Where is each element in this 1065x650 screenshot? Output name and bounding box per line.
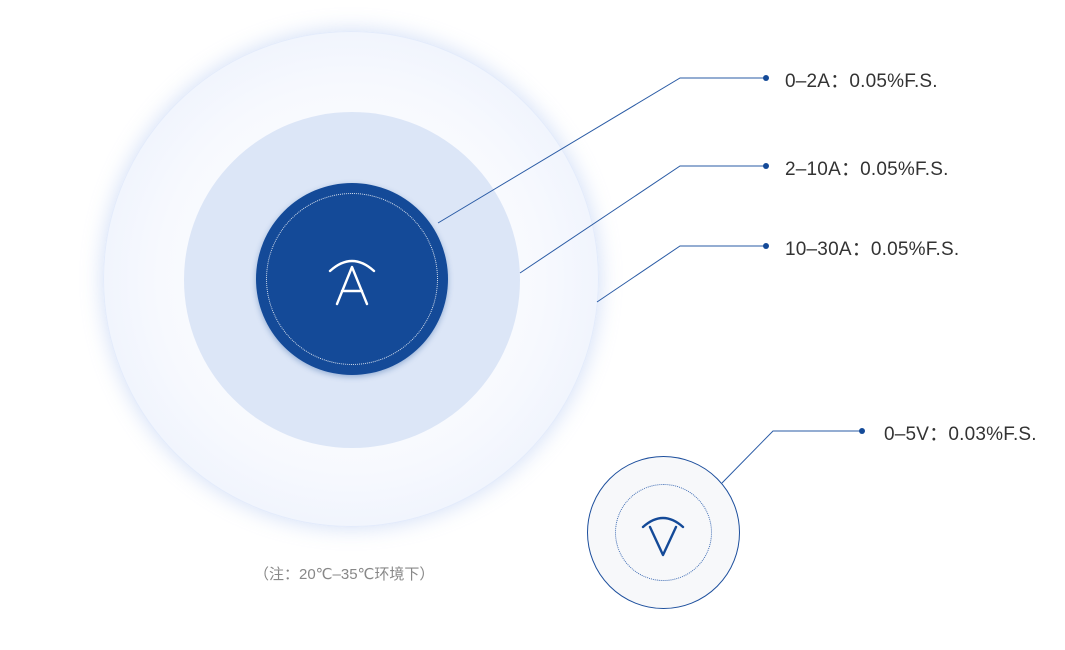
spec-label-10-30a: 10–30A：0.05%F.S. [785,239,960,260]
dotted-voltage-ring [615,484,712,581]
temperature-note: （注：20℃–35℃环境下） [254,566,435,583]
callout-dot-10-30a [763,243,769,249]
callout-line-2-10a [519,165,766,274]
callout-dot-0-2a [763,75,769,81]
dotted-inner-ring [266,193,438,365]
callout-dot-2-10a [763,163,769,169]
callout-line-10-30a [596,245,766,303]
voltage-circle [587,456,740,609]
inner-range-core [256,183,448,375]
callout-dot-0-5v [859,428,865,434]
spec-label-2-10a: 2–10A：0.05%F.S. [785,159,949,180]
callout-line-0-2a [437,77,766,224]
ammeter-a-icon [328,259,376,306]
voltmeter-v-icon [641,516,685,557]
spec-label-0-2a: 0–2A：0.05%F.S. [785,71,938,92]
spec-label-0-5v: 0–5V：0.03%F.S. [884,424,1037,445]
callout-line-0-5v [721,430,862,484]
